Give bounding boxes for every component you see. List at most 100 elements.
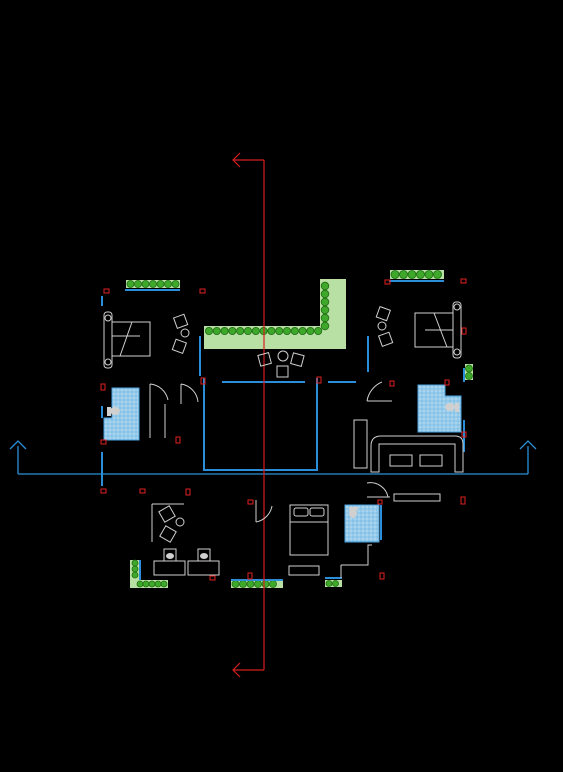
planter-box-top-right <box>390 270 444 279</box>
column-marker <box>199 288 206 294</box>
armchair-right-2 <box>377 331 394 347</box>
plant <box>171 280 180 288</box>
bed-left-sheet <box>112 321 150 357</box>
column-marker <box>461 431 467 438</box>
vanity-counter-2 <box>187 560 220 576</box>
bench-bottom-right <box>393 493 441 502</box>
column-marker <box>461 327 467 335</box>
planters <box>126 270 473 588</box>
plant <box>228 326 237 335</box>
column-marker <box>100 383 106 391</box>
tv-console <box>353 419 368 469</box>
door-swing-bottom-center <box>255 500 273 523</box>
toilet-left <box>107 407 120 416</box>
column-marker <box>209 575 216 581</box>
plant <box>231 580 240 588</box>
column-marker <box>377 499 383 505</box>
plant <box>239 580 247 588</box>
plant <box>141 280 150 288</box>
plant <box>433 270 442 279</box>
sink-study-2 <box>197 548 211 562</box>
column-marker <box>103 288 110 294</box>
plant <box>164 280 172 288</box>
plant <box>306 326 315 335</box>
section-cut <box>232 152 265 678</box>
study-side-table <box>175 517 185 527</box>
toilet-bottom <box>349 507 358 518</box>
plant <box>220 326 229 335</box>
column-marker <box>200 377 206 385</box>
column-marker <box>460 496 466 505</box>
sanitary-fixtures <box>107 403 459 562</box>
column-marker <box>100 439 107 445</box>
bed-bottom <box>289 504 329 556</box>
column-marker <box>389 380 395 387</box>
headboard-right <box>452 301 462 359</box>
courtyard-plants <box>204 281 330 335</box>
plant <box>424 270 434 279</box>
furniture <box>103 301 464 578</box>
plant <box>136 580 144 588</box>
door-swing-left-1 <box>149 383 169 404</box>
door-swing-bottom-right <box>366 482 390 498</box>
plant <box>325 580 333 587</box>
plant <box>390 270 400 279</box>
plant <box>275 326 284 335</box>
column-marker <box>247 499 254 505</box>
planter-box-right-small <box>465 364 473 380</box>
section-arrow-top <box>232 152 264 168</box>
bed-left <box>111 321 151 357</box>
study-chair-1 <box>158 505 176 523</box>
planter-box-bottom-small <box>325 580 342 587</box>
planter-box-bottom-center <box>231 580 283 588</box>
plant <box>154 580 162 588</box>
courtyard-wall <box>203 378 318 471</box>
nightstand-lamp-right-2 <box>453 348 461 356</box>
plant <box>131 571 139 579</box>
plant <box>254 580 262 588</box>
plant <box>298 326 307 335</box>
column-marker <box>384 279 391 285</box>
sofa-sectional <box>370 435 464 473</box>
nightstand-lamp-left-2 <box>104 358 112 366</box>
plant <box>156 280 165 288</box>
coffee-table-1 <box>389 454 413 467</box>
plant <box>290 326 299 335</box>
lounge-chair-2 <box>290 352 305 367</box>
toilet-right <box>445 403 459 412</box>
sink-study-1 <box>163 548 177 562</box>
bench-bottom-bed <box>288 565 320 576</box>
column-marker <box>185 488 191 496</box>
armchair-left-2 <box>171 338 188 354</box>
column-marker <box>100 488 107 494</box>
nightstand-lamp-left-1 <box>104 314 112 322</box>
plant <box>251 326 260 335</box>
plant <box>416 270 425 279</box>
planter-box-top-left <box>126 280 180 288</box>
plant <box>320 297 330 307</box>
plant <box>320 313 330 323</box>
bed-bottom-pillow-1 <box>293 507 309 517</box>
column-marker <box>175 436 181 444</box>
planter-box-bottom-left <box>130 559 168 588</box>
tile-grid <box>345 505 379 542</box>
tile-floors <box>103 384 462 543</box>
plant <box>332 580 339 587</box>
lounge-table <box>277 350 289 362</box>
side-table-right <box>377 321 387 331</box>
plant <box>126 280 135 288</box>
plant <box>282 326 291 335</box>
coffee-table-2 <box>419 454 443 467</box>
door-swing-study <box>151 503 184 542</box>
armchair-left-1 <box>172 313 189 329</box>
plant <box>131 559 139 567</box>
nightstand-lamp-right-1 <box>453 303 461 311</box>
plant <box>267 326 276 335</box>
column-marker <box>379 572 385 580</box>
side-table-left <box>180 328 190 338</box>
column-marker <box>460 278 467 284</box>
bed-right-sheet <box>415 312 453 348</box>
plant <box>134 280 142 288</box>
plant <box>320 305 330 315</box>
